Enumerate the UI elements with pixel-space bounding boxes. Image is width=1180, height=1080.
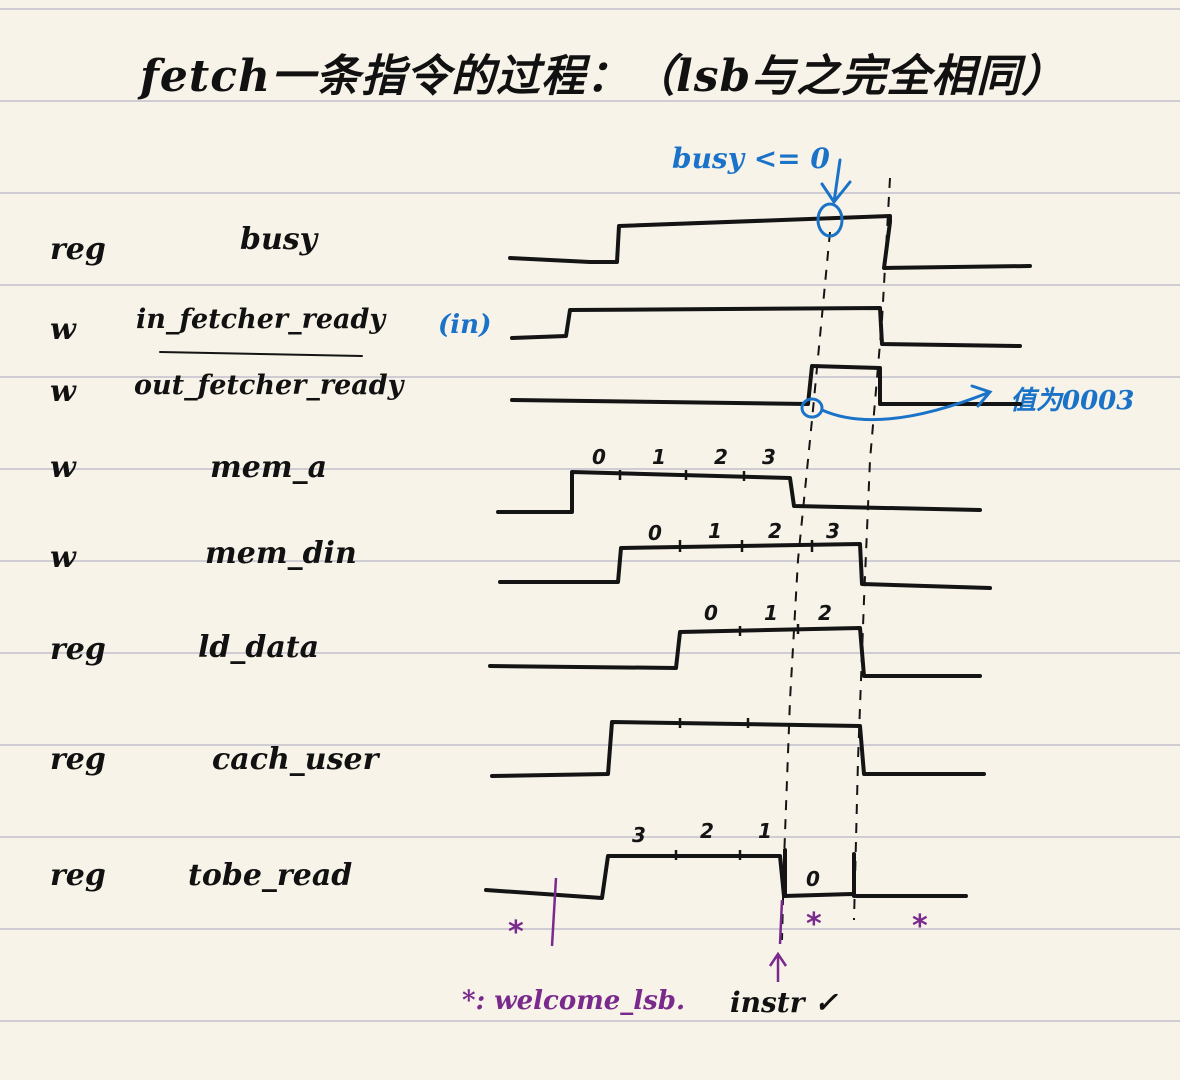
- busy-marker-circle: [816, 202, 844, 238]
- underline: [159, 351, 363, 357]
- mem-a-seg-label: 3: [762, 445, 776, 469]
- signal-name-mem-din: mem_din: [205, 536, 357, 571]
- signal-kind-label: reg: [50, 232, 106, 267]
- out-arrow: [820, 384, 993, 422]
- tobe-read-seg-label: 2: [700, 819, 714, 843]
- in-note: (in): [438, 310, 492, 340]
- signal-name-tobe-read: tobe_read: [188, 858, 353, 893]
- mem-din-seg-label: 3: [826, 519, 840, 543]
- mem-din-seg-label: 1: [708, 519, 722, 543]
- signal-kind-label: reg: [50, 632, 106, 667]
- signal-name-ld-data: ld_data: [198, 630, 320, 665]
- rule-line: [0, 192, 1180, 194]
- rule-line: [0, 468, 1180, 470]
- signal-name-busy: busy: [240, 222, 318, 257]
- cach-user-waveform: [490, 720, 986, 778]
- signal-name-cach-user: cach_user: [212, 742, 379, 777]
- tobe-read-seg-label: 3: [632, 823, 646, 847]
- mem-din-waveform: [498, 542, 992, 590]
- marker-line: [550, 877, 558, 947]
- star-icon: *: [508, 915, 524, 950]
- mem-a-seg-label: 2: [714, 445, 728, 469]
- rule-line: [0, 928, 1180, 930]
- tobe-read-seg-label: 0: [806, 867, 820, 891]
- mem-a-seg-label: 0: [592, 445, 606, 469]
- mem-a-waveform: [496, 470, 982, 514]
- out-note: 值为0003: [1010, 386, 1135, 416]
- rule-line: [0, 100, 1180, 102]
- rule-line: [0, 652, 1180, 654]
- rule-line: [0, 1020, 1180, 1022]
- timing-guide-dashed: [781, 231, 831, 941]
- mem-din-seg-label: 0: [648, 521, 662, 545]
- signal-kind-label: w: [50, 374, 76, 409]
- signal-kind-label: w: [50, 540, 76, 575]
- busy-arrow: [820, 158, 852, 205]
- signal-name-out-fetcher-ready: out_fetcher_ready: [134, 370, 404, 401]
- out-marker-circle: [800, 397, 824, 419]
- legend-note: *: welcome_lsb.: [462, 986, 686, 1016]
- in-fetcher-ready-waveform: [510, 306, 1022, 348]
- rule-line: [0, 284, 1180, 286]
- rule-line: [0, 560, 1180, 562]
- rule-line: [0, 376, 1180, 378]
- rule-line: [0, 8, 1180, 10]
- busy-note: busy <= 0: [672, 142, 830, 175]
- busy-waveform: [508, 214, 1032, 270]
- ld-data-waveform: [488, 626, 982, 678]
- out-fetcher-ready-waveform: [510, 364, 1022, 406]
- mem-din-seg-label: 2: [768, 519, 782, 543]
- marker-line: [778, 899, 784, 945]
- mem-a-seg-label: 1: [652, 445, 666, 469]
- rule-line: [0, 836, 1180, 838]
- tobe-read-waveform: [484, 854, 968, 900]
- signal-kind-label: reg: [50, 858, 106, 893]
- signal-kind-label: w: [50, 312, 76, 347]
- instr-arrow: [768, 951, 788, 982]
- signal-name-mem-a: mem_a: [210, 450, 328, 485]
- ld-data-seg-label: 2: [818, 601, 832, 625]
- ld-data-seg-label: 1: [764, 601, 778, 625]
- signal-kind-label: w: [50, 450, 76, 485]
- instr-note: instr ✓: [730, 986, 838, 1019]
- star-icon: *: [806, 907, 822, 942]
- ld-data-seg-label: 0: [704, 601, 718, 625]
- star-icon: *: [912, 909, 928, 944]
- page-title: fetch一条指令的过程：（lsb与之完全相同）: [140, 51, 1067, 102]
- signal-name-in-fetcher-ready: in_fetcher_ready: [136, 304, 386, 335]
- rule-line: [0, 744, 1180, 746]
- signal-kind-label: reg: [50, 742, 106, 777]
- timing-guide-dashed: [853, 177, 891, 921]
- tobe-read-seg-label: 1: [758, 819, 772, 843]
